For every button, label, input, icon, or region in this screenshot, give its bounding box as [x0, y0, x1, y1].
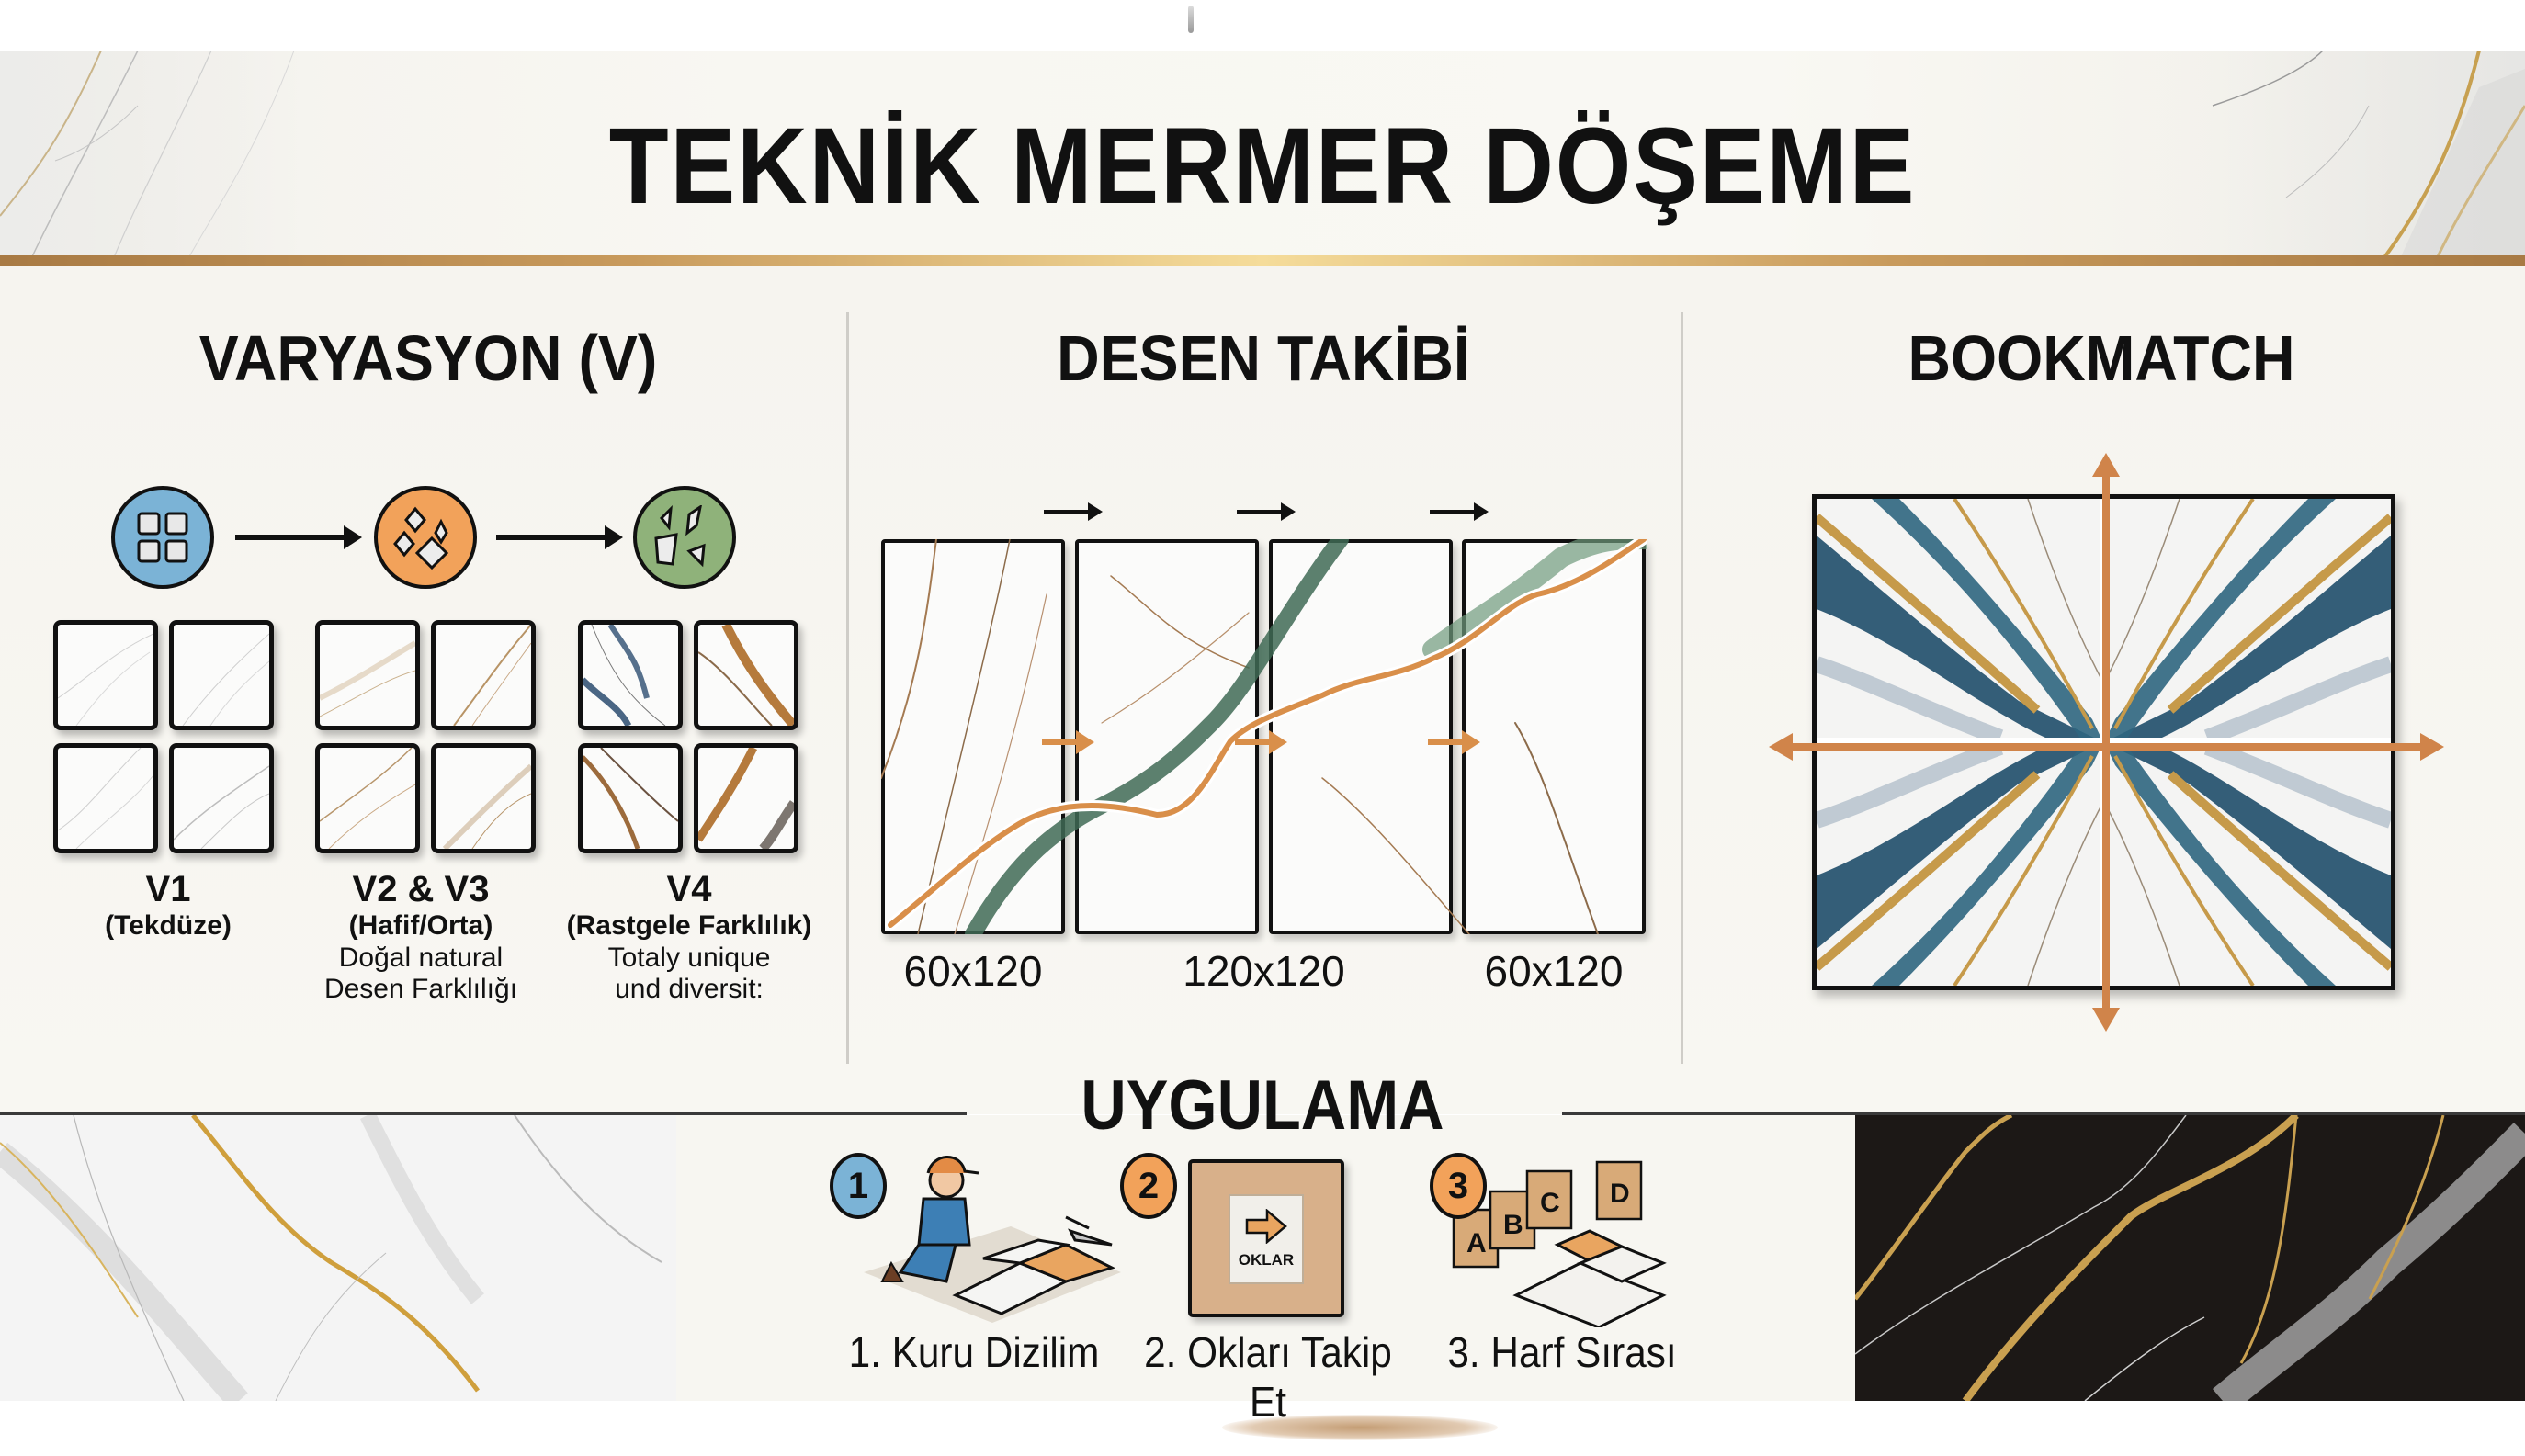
- header-banner: TEKNİK MERMER DÖŞEME: [0, 51, 2525, 266]
- marble-tile-v4: [694, 743, 798, 853]
- bottom-brush-mark: [1222, 1415, 1498, 1440]
- lettered-boxes-icon: A B C D: [1452, 1160, 1667, 1327]
- black-marble-panel: [1855, 1115, 2525, 1401]
- step-badge-3: 3: [1430, 1153, 1487, 1219]
- marble-right-corner: [2047, 51, 2525, 266]
- svg-text:D: D: [1610, 1179, 1630, 1209]
- white-marble-panel: [0, 1115, 676, 1401]
- vein-trace-overlay: [881, 539, 1647, 934]
- variation-label-v1: V1 (Tekdüze): [105, 869, 232, 941]
- page-title: TEKNİK MERMER DÖŞEME: [608, 106, 1917, 227]
- arrow-right-icon: [1430, 502, 1489, 521]
- scattered-diamonds-icon: [374, 486, 477, 589]
- arrow-right-icon: [1237, 502, 1296, 521]
- marble-tile-v3: [431, 743, 536, 853]
- random-shards-icon: [633, 486, 736, 589]
- marble-tile-v3: [431, 620, 536, 730]
- size-label: 60x120: [903, 947, 1043, 995]
- section-divider: [1681, 312, 1683, 1064]
- arrow-right-icon: [1245, 1209, 1287, 1244]
- marble-tile-v1: [169, 743, 274, 853]
- section-title-variation: VARYASYON (V): [198, 322, 658, 394]
- size-label: 120x120: [1183, 947, 1345, 995]
- divider-line: [0, 1112, 967, 1115]
- svg-text:A: A: [1466, 1228, 1487, 1258]
- top-brush-mark: [1188, 6, 1194, 33]
- svg-text:C: C: [1540, 1188, 1560, 1218]
- size-label: 60x120: [1484, 947, 1624, 995]
- step-label-2: 2. Okları Takip Et: [1144, 1328, 1392, 1426]
- arrow-right-icon: [496, 525, 623, 549]
- arrow-box-icon: OKLAR: [1188, 1159, 1344, 1317]
- svg-text:B: B: [1503, 1210, 1523, 1240]
- marble-tile-v4: [694, 620, 798, 730]
- section-title-pattern-tracking: DESEN TAKİBİ: [1057, 322, 1470, 394]
- variation-label-v4: V4 (Rastgele Farklılık) Totaly unique un…: [566, 869, 812, 1004]
- arrow-right-icon: [235, 525, 362, 549]
- bookmatch-axis-arrows-icon: [1769, 453, 2444, 1032]
- uniform-grid-icon: [111, 486, 214, 589]
- divider-line: [1562, 1112, 2525, 1115]
- marble-tile-v1: [169, 620, 274, 730]
- step-badge-2: 2: [1120, 1153, 1177, 1219]
- marble-left-corner: [0, 51, 478, 266]
- marble-tile-v4: [578, 620, 683, 730]
- marble-tile-v1: [53, 743, 158, 853]
- marble-tile-v1: [53, 620, 158, 730]
- arrow-right-icon: [1044, 502, 1103, 521]
- main-content: VARYASYON (V) V1 (Tekdüze): [0, 266, 2525, 1114]
- variation-label-v2-v3: V2 & V3 (Hafif/Orta) Doğal natural Desen…: [323, 869, 518, 1004]
- marble-tile-v2: [315, 743, 420, 853]
- section-title-application: UYGULAMA: [1081, 1067, 1444, 1145]
- step-label-3: 3. Harf Sırası: [1447, 1328, 1677, 1376]
- marble-tile-v2: [315, 620, 420, 730]
- gold-divider: [0, 255, 2525, 266]
- step-badge-1: 1: [830, 1153, 887, 1219]
- tile-worker-icon: [864, 1156, 1121, 1323]
- step-label-1: 1. Kuru Dizilim: [848, 1328, 1100, 1376]
- marble-tile-v4: [578, 743, 683, 853]
- section-title-bookmatch: BOOKMATCH: [1908, 322, 2295, 394]
- box-label: OKLAR: [1238, 1251, 1295, 1269]
- section-divider: [846, 312, 849, 1064]
